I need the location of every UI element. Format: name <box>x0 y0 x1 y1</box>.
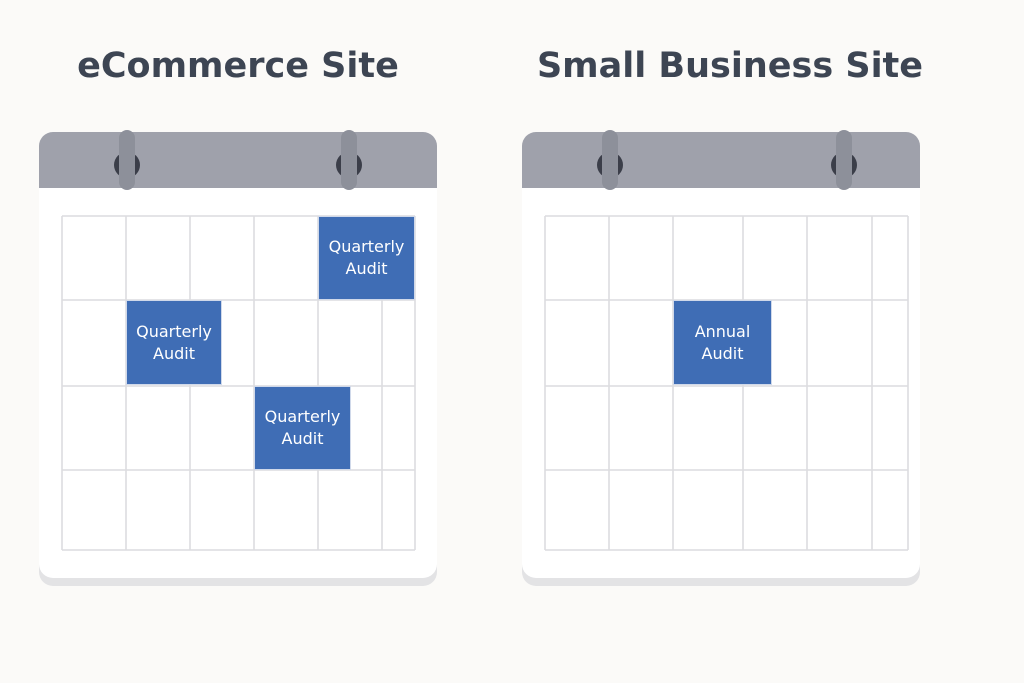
calendar-grid <box>61 215 416 551</box>
grid-lines <box>544 215 909 551</box>
calendar-grid <box>544 215 909 551</box>
binder-ring-bar <box>119 130 135 190</box>
binder-ring-bar <box>836 130 852 190</box>
audit-event-3: Quarterly Audit <box>255 387 350 469</box>
calendar-body: Quarterly Audit Quarterly Audit Quarterl… <box>39 132 437 578</box>
small-business-calendar: Annual Audit <box>522 130 920 586</box>
audit-event-annual: Annual Audit <box>674 301 771 384</box>
binder-ring-right <box>336 130 362 190</box>
calendar-header <box>39 132 437 188</box>
ecommerce-calendar: Quarterly Audit Quarterly Audit Quarterl… <box>39 130 437 586</box>
binder-ring-left <box>114 130 140 190</box>
ecommerce-title: eCommerce Site <box>77 46 399 86</box>
small-business-title: Small Business Site <box>536 46 924 86</box>
binder-ring-left <box>597 130 623 190</box>
calendar-body: Annual Audit <box>522 132 920 578</box>
binder-ring-right <box>831 130 857 190</box>
binder-ring-bar <box>602 130 618 190</box>
audit-event-1: Quarterly Audit <box>319 217 414 299</box>
audit-event-2: Quarterly Audit <box>127 301 221 384</box>
binder-ring-bar <box>341 130 357 190</box>
